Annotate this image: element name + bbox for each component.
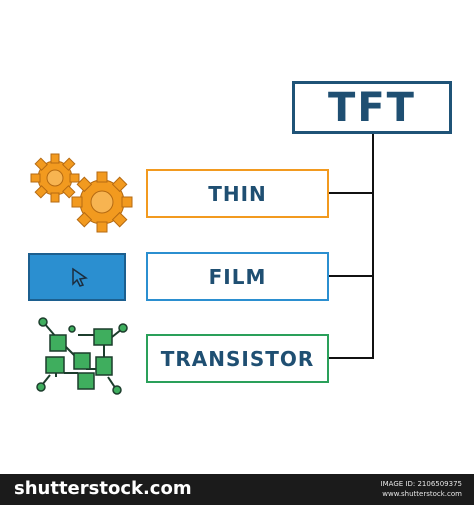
footer-brand: shutterstock.com <box>14 478 192 499</box>
term-label-thin: THIN <box>208 181 267 206</box>
infographic-canvas: TFT THIN FILM TRANSISTOR <box>28 81 452 395</box>
connector-transistor <box>329 357 374 359</box>
term-label-film: FILM <box>208 264 267 289</box>
footer-image-id: IMAGE ID: 2106509375 <box>380 480 462 488</box>
display-cursor-icon <box>28 253 126 301</box>
footer-bar: shutterstock.com IMAGE ID: 2106509375 ww… <box>0 474 474 505</box>
circuit-icon <box>36 317 128 395</box>
term-box-transistor: TRANSISTOR <box>146 334 329 383</box>
term-box-thin: THIN <box>146 169 329 218</box>
footer-url: www.shutterstock.com <box>382 490 462 498</box>
connector-thin <box>329 192 374 194</box>
gears-icon <box>30 153 133 233</box>
connector-film <box>329 275 374 277</box>
title-box: TFT <box>292 81 452 134</box>
term-label-transistor: TRANSISTOR <box>160 346 315 371</box>
footer-meta: IMAGE ID: 2106509375 www.shutterstock.co… <box>381 479 462 499</box>
connector-vertical <box>372 134 374 359</box>
title-text: TFT <box>328 84 416 131</box>
term-box-film: FILM <box>146 252 329 301</box>
